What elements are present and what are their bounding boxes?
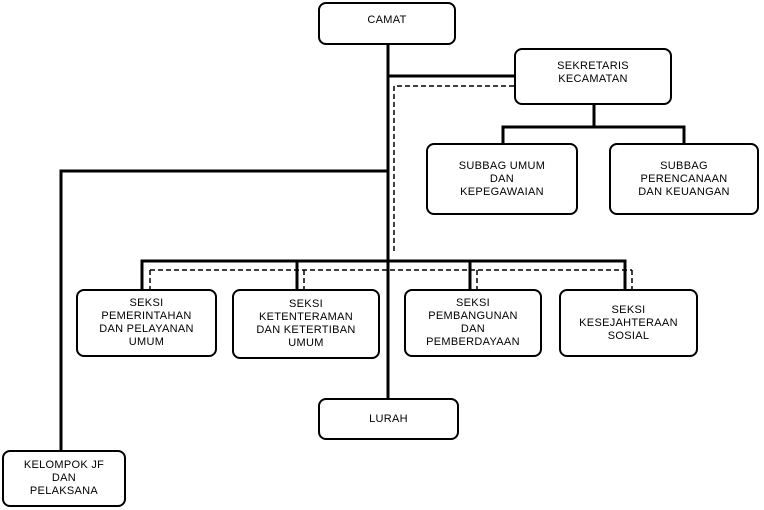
- box-label-line: SEKRETARIS: [557, 60, 629, 72]
- box-label-line: SEKSI: [129, 297, 164, 309]
- box-label-line: SUBBAG UMUM: [458, 159, 546, 172]
- box-label-line: DAN: [489, 172, 515, 185]
- box-label-line: DAN: [51, 472, 77, 484]
- box-label-line: PELAKSANA: [29, 485, 99, 497]
- box-label-line: DAN KEUANGAN: [638, 185, 730, 198]
- box-label-line: KESEJAHTERAAN: [579, 316, 678, 329]
- box-label-line: PEMERINTAHAN: [101, 310, 192, 322]
- box-label-line: UMUM: [128, 336, 165, 348]
- box-label-line: DAN PELAYANAN: [99, 323, 194, 335]
- box-label-line: UMUM: [288, 337, 324, 349]
- box-label-line: PEMBERDAYAAN: [426, 336, 520, 348]
- box-label-line: SEKSI: [289, 298, 323, 310]
- box-label-line: SEKSI: [456, 297, 490, 309]
- box-label-line: KELOMPOK JF: [23, 459, 105, 471]
- camat-box: CAMAT: [318, 2, 456, 45]
- lurah-box: LURAH: [318, 398, 459, 440]
- box-label-line: PERENCANAAN: [640, 172, 728, 185]
- box-label-line: KECAMATAN: [558, 73, 628, 85]
- box-label-line: SOSIAL: [607, 329, 650, 342]
- box-label-line: SUBBAG: [660, 159, 708, 172]
- coordination-dashed-line: [393, 85, 514, 252]
- box-label-line: KEPEGAWAIAN: [460, 185, 544, 198]
- box-label-line: DAN KETERTIBAN: [256, 324, 356, 336]
- box-label-line: LURAH: [369, 412, 408, 425]
- box-label-line: CAMAT: [367, 14, 407, 26]
- box-label-line: KETENTERAMAN: [258, 311, 354, 323]
- box-label-line: DAN: [460, 323, 486, 335]
- box-label-line: PEMBANGUNAN: [428, 310, 518, 322]
- box-label-line: SEKSI: [611, 303, 646, 316]
